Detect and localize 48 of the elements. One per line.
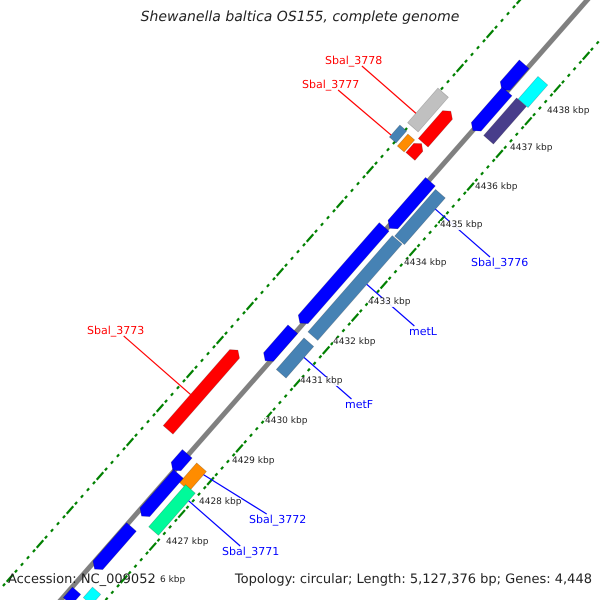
- gene-feature: [396, 134, 416, 152]
- scale-label: 4430 kbp: [265, 417, 308, 426]
- gene-feature: [263, 324, 298, 362]
- gene-feature: [179, 462, 207, 492]
- gene-feature: [162, 349, 240, 435]
- scale-label: 4435 kbp: [440, 221, 482, 230]
- gene-label: Sbal_3771: [222, 546, 280, 557]
- title: Shewanella baltica OS155, complete genome: [140, 10, 460, 24]
- gene-feature: [298, 222, 390, 324]
- scale-label: 4429 kbp: [232, 457, 274, 466]
- scale-label: 4437 kbp: [510, 144, 552, 153]
- scale-label: 4438 kbp: [547, 107, 590, 116]
- scale-label: 6 kbp: [160, 576, 186, 585]
- gene-feature: [388, 124, 408, 144]
- gene-feature: [92, 522, 137, 570]
- leader-line: [188, 500, 241, 546]
- gene-feature: [518, 76, 548, 108]
- scale-label: 4431 kbp: [300, 377, 342, 386]
- gene-feature: [388, 176, 436, 230]
- gene-feature: [82, 586, 102, 600]
- leader-line: [123, 336, 191, 395]
- scale-label: 4434 kbp: [404, 259, 446, 268]
- gene-label: Sbal_3777: [302, 79, 360, 90]
- scale-label: 4432 kbp: [333, 338, 376, 347]
- gene-label: Sbal_3772: [249, 514, 306, 525]
- scale-label: 4427 kbp: [166, 538, 208, 547]
- gene-feature: [140, 469, 184, 517]
- gene-label: metF: [345, 399, 374, 410]
- gene-feature: [470, 86, 512, 132]
- gene-feature: [62, 586, 82, 600]
- gene-feature: [405, 143, 424, 161]
- gene-label: Sbal_3773: [87, 325, 144, 336]
- footer-text: Topology: circular; Length: 5,127,376 bp; Genes: 4,448: [234, 573, 592, 586]
- scale-label: 4436 kbp: [475, 183, 518, 192]
- gene-label: Sbal_3776: [471, 257, 528, 268]
- gene-feature: [500, 60, 530, 91]
- gene-label: metL: [409, 326, 437, 337]
- gene-feature: [407, 88, 449, 132]
- leader-line: [362, 66, 416, 114]
- gene-feature: [170, 449, 193, 472]
- leader-line: [338, 90, 392, 136]
- scale-label: 4428 kbp: [199, 498, 242, 507]
- leader-line: [203, 474, 267, 514]
- gene-feature: [483, 97, 527, 145]
- gene-label: Sbal_3778: [325, 55, 382, 66]
- gene-feature: [148, 484, 196, 536]
- gene-feature: [418, 110, 453, 148]
- scale-label: 4433 kbp: [368, 298, 410, 307]
